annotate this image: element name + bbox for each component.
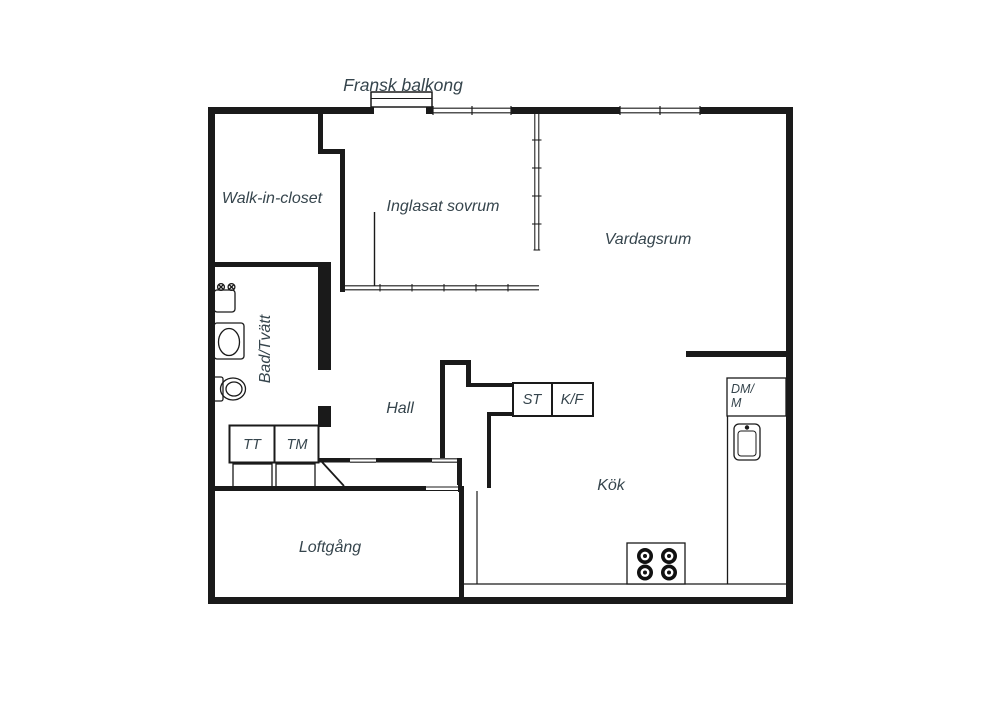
sink-icon [213,322,245,360]
wall-segment [440,360,445,458]
wall-segment [376,458,432,463]
label-tt: TT [243,437,262,453]
window-livingroom [619,105,701,116]
sink-basin [737,430,757,457]
wall-segment [440,360,471,365]
label-walk-in-closet: Walk-in-closet [222,190,323,207]
label-fransk-balkong: Fransk balkong [343,75,463,95]
glass-partition-horizontal [345,212,539,292]
label-loftgang: Loftgång [299,538,361,556]
dm-cabinet [726,377,787,584]
label-dm-line1: DM/ [731,382,755,396]
wall-segment [487,412,491,488]
label-hall: Hall [386,400,414,417]
label-inglasat-sovrum: Inglasat sovrum [387,198,500,215]
entry-door [426,458,458,492]
burner-icon [661,548,677,564]
washbasin-icon [213,282,236,313]
wall-segment [208,107,215,604]
glass-partition-vertical [532,114,542,251]
room-labels: Fransk balkong Walk-in-closet Inglasat s… [222,75,756,556]
wall-segment [466,383,515,387]
label-kok: Kök [597,477,626,494]
diagonal-wall [321,461,345,487]
french-balcony-door [370,91,433,115]
dm-box [726,377,787,417]
label-tm: TM [287,437,309,453]
balcony-railing [370,91,433,108]
kitchen-sink-icon [733,423,761,461]
wall-segment [318,406,331,427]
label-vardagsrum: Vardagsrum [605,231,692,248]
window-bedroom [432,105,512,116]
appliance-outline [232,463,273,488]
label-kf: K/F [561,392,585,408]
wall-segment [318,149,345,154]
burner-icon [637,564,653,581]
laundry-closets [228,424,320,488]
sink-outline [733,423,761,461]
wall-segment [487,412,515,416]
wall-segment [318,262,331,370]
faucet-icon [744,425,750,430]
stove-outline [626,542,686,585]
label-dm-line2: M [731,396,742,410]
appliance-outline [275,463,316,488]
door-opening [426,485,458,492]
stove-icon [626,542,686,585]
label-st: ST [523,392,543,408]
hall-door [321,458,376,487]
wall-segment [459,486,464,604]
bathroom-fixtures [212,282,247,402]
label-bad-tvatt: Bad/Tvätt [257,314,274,383]
burner-icon [637,548,653,564]
door-opening [374,105,426,115]
wall-segment [457,458,462,492]
wall-segment [208,486,460,491]
wall-segment [686,351,793,357]
wall-segment [318,114,323,152]
wall-segment [215,262,322,267]
wall-segment [466,360,471,387]
toilet-icon [212,376,247,402]
wall-segment [208,597,793,604]
interior-walls [208,114,793,604]
kitchen-west-glazing [464,491,786,585]
burner-icon [661,564,677,581]
pantry-closets [512,382,594,417]
wall-segment [318,458,350,463]
wall-segment [340,149,345,292]
